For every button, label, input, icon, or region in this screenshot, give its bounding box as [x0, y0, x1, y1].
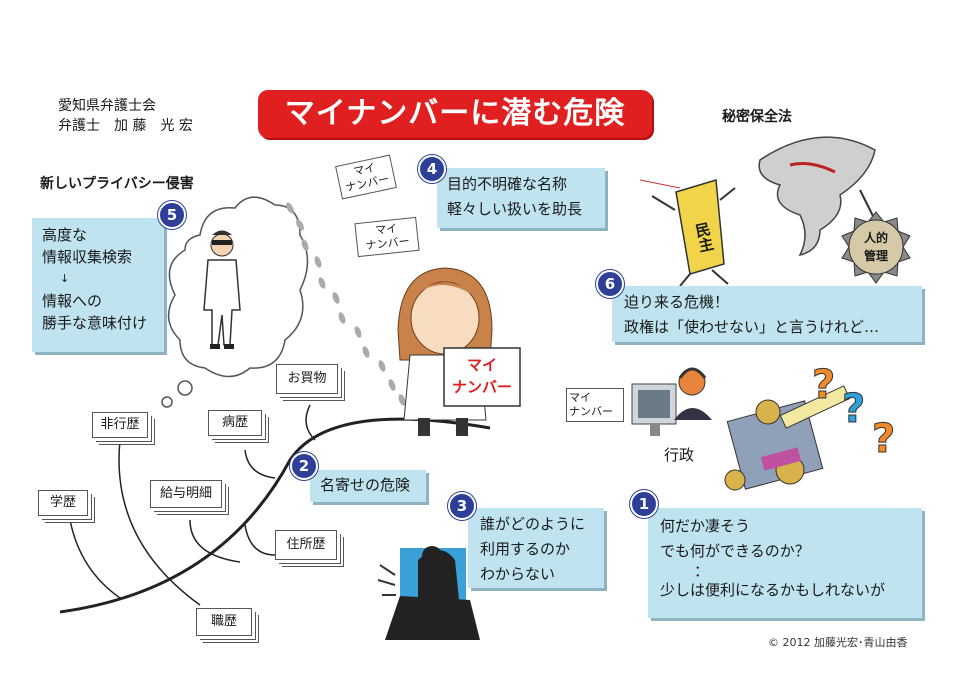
sneaking-man: [377, 546, 480, 640]
point-3-line: 誰がどのように: [480, 515, 586, 533]
point-4-box: 目的不明確な名称 軽々しい扱いを助長: [437, 168, 605, 228]
footprints: [286, 202, 406, 406]
record-card-address-history: 住所歴: [275, 530, 337, 560]
privacy-heading: 新しいプライバシー侵害: [40, 176, 194, 192]
author-line-2: 弁護士 加 藤 光 宏: [58, 118, 193, 134]
point-3-badge: 3: [448, 492, 476, 520]
author-credit: 愛知県弁護士会 弁護士 加 藤 光 宏: [58, 96, 193, 136]
point-5-line: 高度な: [42, 226, 88, 244]
point-6-box: 迫り来る危機！ 政権は「使わせない」と言うけれど…: [612, 286, 922, 342]
record-card-delinquency: 非行歴: [92, 412, 148, 438]
government-computer: [631, 367, 712, 436]
point-2-line: 名寄せの危険: [320, 476, 411, 494]
secrecy-law-heading: 秘密保全法: [722, 109, 792, 125]
data-machine: [724, 385, 851, 491]
point-1-box: 何だか凄そう でも何ができるのか？ ： 少しは便利になるかもしれないが: [648, 508, 922, 618]
point-3-box: 誰がどのように 利用するのか わからない: [468, 508, 604, 588]
woman-sign-line-1: マイ: [466, 356, 497, 374]
point-6-badge: 6: [596, 270, 624, 298]
point-2-box: 名寄せの危険: [310, 470, 426, 502]
records-tree: [59, 404, 491, 614]
point-5-badge: 5: [158, 201, 186, 229]
question-marks: ? ? ?: [812, 362, 896, 463]
point-4-badge: 4: [418, 155, 446, 183]
point-1-line: 何だか凄そう: [660, 517, 751, 535]
record-card-medical: 病歴: [208, 410, 262, 436]
woman-sign: マイ ナンバー: [444, 354, 520, 398]
point-5-line: 勝手な意味付け: [42, 314, 148, 332]
record-card-employment: 職歴: [196, 608, 252, 636]
point-5-line: 情報収集検索: [42, 248, 133, 266]
point-1-line: ：: [694, 562, 710, 580]
spy-figure: [203, 230, 241, 349]
mynumber-card: マイ ナンバー: [566, 388, 624, 422]
spiked-ball: [841, 211, 911, 284]
svg-text:?: ?: [842, 386, 865, 432]
author-line-1: 愛知県弁護士会: [58, 98, 156, 114]
page-title: マイナンバーに潜む危険: [258, 90, 652, 138]
record-card-payslip: 給与明細: [150, 480, 222, 508]
point-5-box: 高度な 情報収集検索 ↓ 情報への 勝手な意味付け: [32, 218, 164, 352]
woman-sign-line-2: ナンバー: [451, 378, 512, 396]
human-control-label: 人的 管理: [856, 229, 896, 265]
point-6-line: 迫り来る危機！: [624, 293, 730, 311]
point-5-line: 情報への: [42, 292, 103, 310]
point-1-line: 少しは便利になるかもしれないが: [660, 581, 886, 599]
point-3-line: 利用するのか: [480, 540, 571, 558]
mynumber-card-line: ナンバー: [569, 405, 613, 418]
point-1-line: でも何ができるのか？: [660, 542, 810, 560]
point-1-badge: 1: [630, 490, 658, 518]
copyright-notice: © 2012 加藤光宏･青山由香: [768, 636, 908, 649]
point-3-line: わからない: [480, 565, 556, 583]
svg-text:?: ?: [812, 362, 835, 408]
point-2-badge: 2: [290, 452, 318, 480]
point-6-line: 政権は「使わせない」と言うけれど…: [624, 318, 880, 336]
mynumber-card-line: マイ: [569, 391, 591, 404]
point-5-line: ↓: [60, 272, 70, 285]
record-card-shopping: お買物: [276, 364, 338, 394]
woman-character: [397, 267, 521, 436]
human-control-line-1: 人的: [863, 231, 888, 245]
record-card-education: 学歴: [38, 490, 88, 516]
point-4-line: 目的不明確な名称: [447, 175, 568, 193]
human-control-line-2: 管理: [863, 249, 888, 263]
government-label: 行政: [664, 446, 695, 464]
svg-text:?: ?: [872, 416, 895, 462]
tornado-monster: [758, 136, 876, 257]
point-4-line: 軽々しい扱いを助長: [447, 200, 583, 218]
mynumber-card: マイ ナンバー: [354, 216, 420, 258]
democracy-character: [639, 179, 736, 287]
